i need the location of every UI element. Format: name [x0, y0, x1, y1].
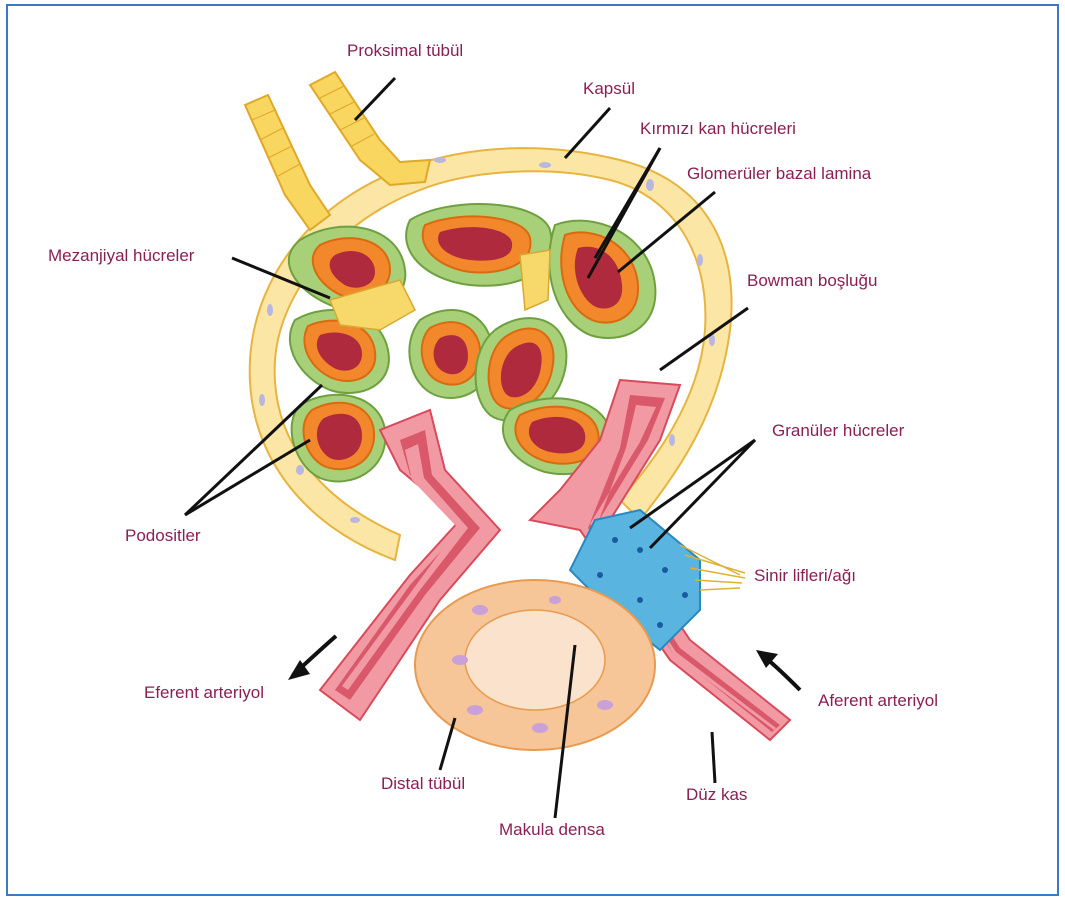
label-aferent-arteriyol: Aferent arteriyol: [818, 691, 938, 711]
label-kirmizi-kan-hucreleri: Kırmızı kan hücreleri: [640, 119, 796, 139]
leader-distal: [440, 718, 455, 770]
label-granuler-hucreler: Granüler hücreler: [772, 421, 904, 441]
label-distal-tubul: Distal tübül: [381, 774, 465, 794]
label-kapsul: Kapsül: [583, 79, 635, 99]
label-duz-kas: Düz kas: [686, 785, 747, 805]
label-mezanjiyal-hucreler: Mezanjiyal hücreler: [48, 246, 194, 266]
label-glomeruler-bazal-lamina: Glomerüler bazal lamina: [687, 164, 871, 184]
label-makula-densa: Makula densa: [499, 820, 605, 840]
distal-tubule: [415, 580, 655, 750]
label-eferent-arteriyol: Eferent arteriyol: [144, 683, 264, 703]
label-proksimal-tubul: Proksimal tübül: [347, 41, 463, 61]
leader-kapsul: [565, 108, 610, 158]
capillary-loop-3: [549, 221, 655, 338]
leader-duz-kas: [712, 732, 715, 783]
label-podositler: Podositler: [125, 526, 201, 546]
label-bowman-boslugu: Bowman boşluğu: [747, 271, 877, 291]
label-sinir-lifleri: Sinir lifleri/ağı: [754, 566, 856, 586]
leader-proksimal: [355, 78, 395, 120]
